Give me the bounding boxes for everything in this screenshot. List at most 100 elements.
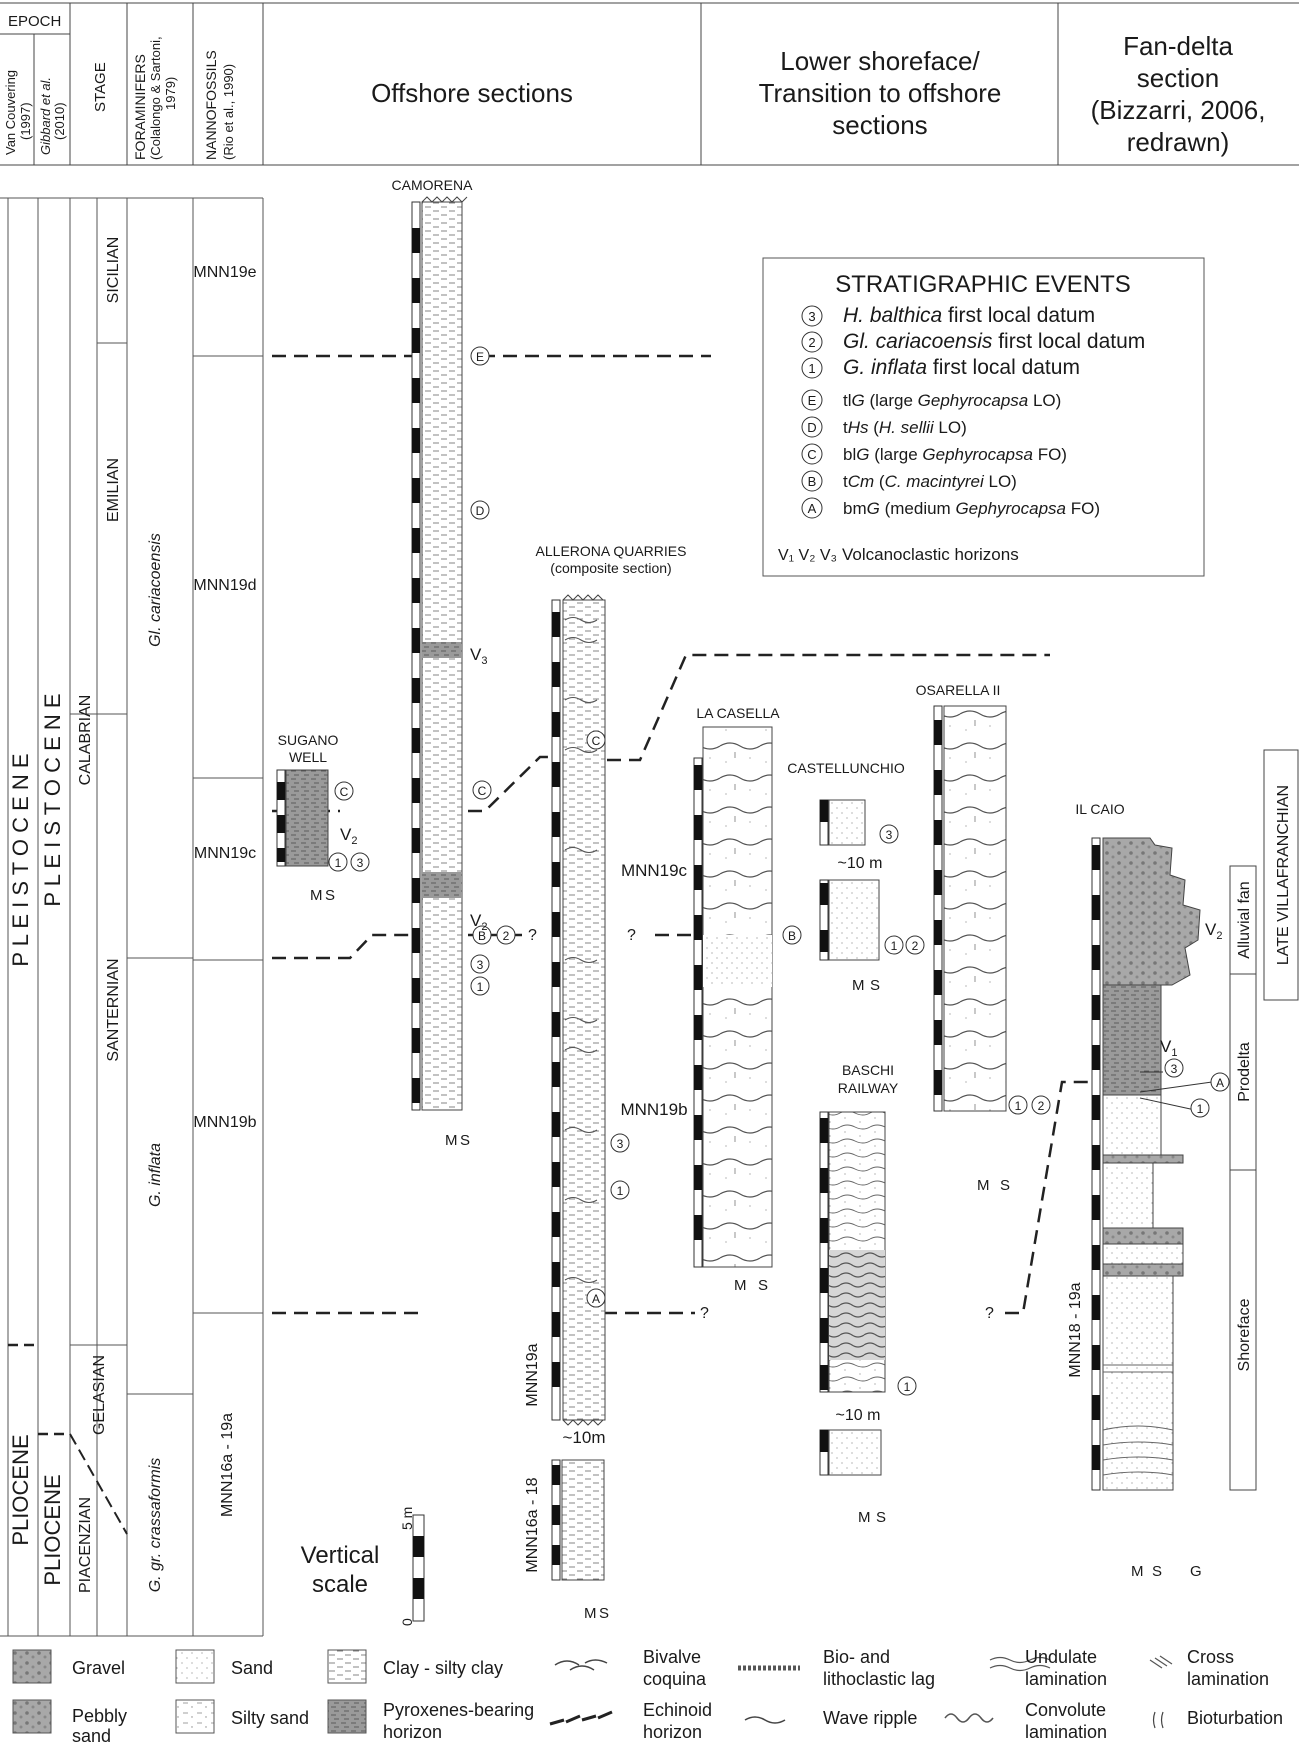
header-lower-1: Lower shoreface/ (780, 46, 980, 76)
il-caio-grain-s: S (1152, 1563, 1162, 1580)
legend-undulate: Undulate lamination (989, 1647, 1107, 1689)
camorena-grain-m: M (445, 1132, 458, 1149)
header-fan-1: Fan-delta (1123, 31, 1233, 61)
svg-text:B: B (788, 929, 796, 943)
nanno-19d: MNN19d (193, 577, 256, 594)
svg-text:lamination: lamination (1025, 1669, 1107, 1689)
svg-text:tlG (large Gephyrocapsa LO): tlG (large Gephyrocapsa LO) (843, 391, 1061, 410)
header-foram-2: (Colalongo & Sartoni, (148, 36, 163, 160)
legend-cross: Cross lamination (1149, 1647, 1269, 1689)
svg-text:lamination: lamination (1025, 1722, 1107, 1742)
nanno-19b: MNN19b (193, 1114, 256, 1131)
allerona-grain-s: S (599, 1605, 609, 1622)
svg-text:B: B (478, 929, 486, 943)
allerona-label-1: ALLERONA QUARRIES (536, 543, 687, 559)
legend-silty-sand: Silty sand (175, 1699, 309, 1734)
sugano-label-1: SUGANO (278, 732, 339, 748)
svg-text:C: C (340, 785, 349, 799)
legend-wave-ripple: Wave ripple (744, 1708, 917, 1728)
svg-text:bmG (medium Gephyrocapsa FO): bmG (medium Gephyrocapsa FO) (843, 499, 1100, 518)
header-lower-3: sections (832, 110, 927, 140)
il-caio-grain-g: G (1190, 1563, 1202, 1580)
svg-text:C: C (807, 447, 816, 462)
scale-title-1: Vertical (301, 1542, 380, 1569)
baschi-label-1: BASCHI (842, 1062, 894, 1078)
svg-text:horizon: horizon (643, 1722, 702, 1742)
svg-text:Bivalve: Bivalve (643, 1647, 701, 1667)
sugano-label-2: WELL (289, 749, 327, 765)
svg-text:3: 3 (1171, 1062, 1178, 1076)
svg-text:B: B (808, 474, 817, 489)
scale-top: 5 m (399, 1507, 415, 1530)
epoch-gb-pliocene: PLIOCENE (40, 1474, 65, 1585)
svg-text:1: 1 (808, 361, 815, 376)
svg-text:1: 1 (477, 980, 484, 994)
section-baschi-railway: BASCHI RAILWAY 1 ~10 m M S (819, 1062, 917, 1526)
il-caio-v2: V2 (1205, 920, 1222, 942)
sugano-grain-m: M (310, 887, 323, 904)
allerona-label-2: (composite section) (550, 560, 671, 576)
header-epoch: EPOCH (8, 13, 61, 30)
svg-text:3: 3 (886, 828, 893, 842)
stage-gelasian: GELASIAN (91, 1355, 108, 1435)
scale-title-2: scale (312, 1571, 368, 1598)
sugano-marker-3: 3 (350, 852, 370, 872)
camorena-marker-d: D (470, 500, 490, 520)
camorena-q: ? (528, 927, 537, 944)
header-gibbard-year: (2010) (52, 102, 67, 140)
la-casella-label: LA CASELLA (696, 705, 780, 721)
foram-inflata: G. inflata (147, 1143, 164, 1207)
camorena-marker-2: 2 (496, 925, 516, 945)
svg-text:1: 1 (1197, 1102, 1204, 1116)
camorena-v2: V2 (470, 911, 487, 933)
section-osarella: OSARELLA II 1 2 M S (916, 682, 1051, 1194)
section-il-caio: IL CAIO MNN18 - 19a ? V2 V1 3 (985, 749, 1299, 1580)
section-camorena: CAMORENA E D C B 2 3 1 ? V3 V2 (392, 177, 537, 1149)
legend-bioturbation: Bioturbation (1152, 1708, 1283, 1729)
baschi-gap: ~10 m (836, 1407, 881, 1424)
il-caio-zone: MNN18 - 19a (1067, 1282, 1084, 1377)
la-casella-zone-19c: MNN19c (621, 861, 688, 880)
svg-text:coquina: coquina (643, 1669, 707, 1689)
svg-text:Cross: Cross (1187, 1647, 1234, 1667)
svg-text:1: 1 (1015, 1099, 1022, 1113)
svg-text:sand: sand (72, 1726, 111, 1742)
camorena-v3: V3 (470, 645, 487, 667)
sugano-marker-1: 1 (328, 852, 348, 872)
header-row: EPOCH Van Couvering (1997) Gibbard et al… (0, 2, 1299, 166)
svg-text:Silty sand: Silty sand (231, 1708, 309, 1728)
svg-text:3: 3 (617, 1137, 624, 1151)
svg-text:Undulate: Undulate (1025, 1647, 1097, 1667)
allerona-zone-19a: MNN19a (524, 1343, 541, 1406)
svg-text:C: C (592, 734, 601, 748)
facies-alluvial: Alluvial fan (1236, 881, 1253, 958)
legend-lag: Bio- and lithoclastic lag (738, 1647, 935, 1689)
il-caio-grain-m: M (1131, 1563, 1144, 1580)
header-fan-4: redrawn) (1127, 127, 1230, 157)
osarella-label: OSARELLA II (916, 682, 1001, 698)
svg-text:3: 3 (477, 958, 484, 972)
svg-text:1: 1 (891, 939, 898, 953)
header-foram-1: FORAMINIFERS (132, 54, 148, 160)
baschi-grain-m: M (858, 1509, 871, 1526)
il-caio-marker-3: 3 (1164, 1058, 1184, 1078)
il-caio-label: IL CAIO (1075, 801, 1124, 817)
svg-text:Sand: Sand (231, 1658, 273, 1678)
header-van-couvering-year: (1997) (18, 102, 33, 140)
castellunchio-label: CASTELLUNCHIO (787, 760, 905, 776)
camorena-marker-b: B (472, 925, 492, 945)
header-gibbard: Gibbard et al. (38, 77, 53, 155)
header-stage: STAGE (92, 62, 109, 112)
castellunchio-grain-m: M (852, 977, 865, 994)
svg-text:Gl. cariacoensis first local d: Gl. cariacoensis first local datum (843, 330, 1145, 353)
legend-bivalve-coquina: Bivalve coquina (554, 1647, 707, 1689)
svg-text:tHs (H. sellii LO): tHs (H. sellii LO) (843, 418, 967, 437)
il-caio-v1: V1 (1160, 1037, 1177, 1059)
late-villafranchian-box: LATE VILLAFRANCHIAN (1263, 749, 1299, 1001)
svg-text:E: E (808, 393, 817, 408)
